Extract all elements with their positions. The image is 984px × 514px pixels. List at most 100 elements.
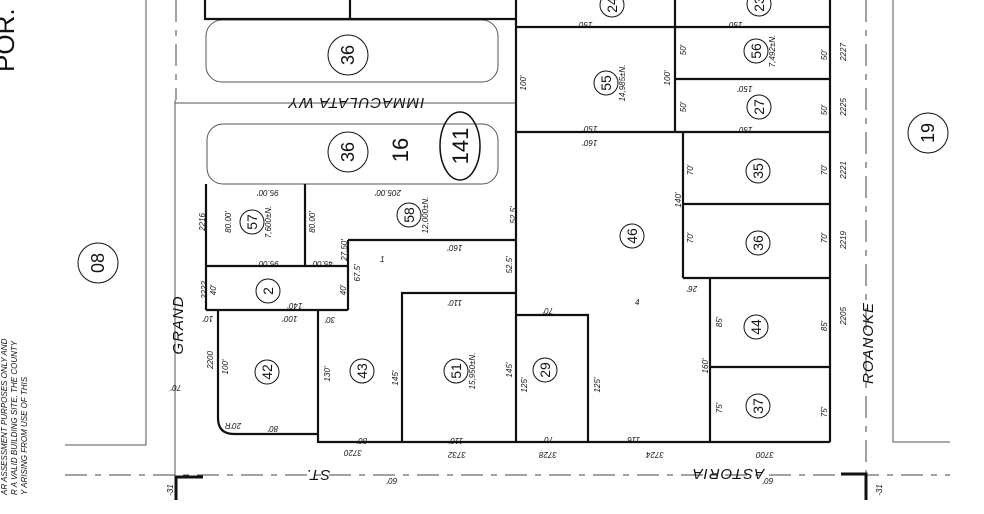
dimension-label: 95.00'	[257, 259, 279, 268]
parcel-area: 12,000±N.	[421, 197, 430, 234]
dimension-label: 26'	[686, 284, 698, 293]
dimension-labels: 150'150'150'160'150'150'95.00'205.00'160…	[170, 20, 829, 485]
dimension-label: 160'	[582, 138, 597, 147]
disclaimer: AR ASSESSMENT PURPOSES ONLY AND R A VALI…	[0, 338, 29, 496]
dimension-label: 80.00'	[224, 211, 233, 233]
parcel-number: 43	[354, 363, 370, 379]
street-astoria: ASTORIA	[692, 465, 766, 482]
dimension-label: 52.5'	[505, 256, 514, 274]
parcel-number: 44	[748, 319, 764, 335]
parcel-56[interactable]: 56 7,492±N.	[743, 35, 777, 67]
parcel-number: 23	[751, 0, 767, 12]
parcel-27[interactable]: 27	[746, 94, 772, 120]
dimension-label: 140'	[674, 192, 683, 207]
parcel-number: 27	[751, 99, 767, 115]
address-label: 2200	[206, 351, 215, 370]
parcel-number: 29	[537, 362, 553, 378]
book-page-upper: 36	[338, 45, 358, 65]
street-roanoke: ROANOKE	[860, 302, 877, 384]
address-label: 3728	[539, 450, 557, 459]
address-label: 2216	[198, 213, 207, 232]
book-page: 36	[338, 142, 358, 162]
dimension-label: 205.00'	[375, 188, 402, 197]
parcel-number: 2	[260, 287, 276, 295]
parcel-number: 58	[401, 207, 417, 223]
dimension-label: 52.5'	[509, 206, 518, 224]
address-label: 2227	[839, 43, 848, 62]
parcel-55[interactable]: 55 14,985±N.	[593, 65, 627, 102]
street-immaculata: IMMACULATA WY	[288, 94, 425, 111]
dimension-label: 70'	[686, 164, 695, 175]
dimension-label: 150'	[737, 125, 752, 134]
parcel-44[interactable]: 44	[743, 314, 769, 340]
address-label: -31	[166, 484, 175, 496]
dimension-label: 140'	[287, 301, 302, 310]
dimension-label: 150'	[727, 20, 742, 29]
dimension-label: 145'	[391, 370, 400, 385]
parcel-area: 7,492±N.	[768, 35, 777, 67]
dimension-label: 45.00'	[311, 259, 333, 268]
dimension-label: 40'	[209, 284, 218, 295]
dimension-label: 145'	[505, 362, 514, 377]
dimension-label: 20'R	[225, 421, 242, 430]
dimension-label: 10'	[202, 314, 213, 323]
dimension-label: 80'	[267, 424, 278, 433]
parcel-area: 14,985±N.	[618, 65, 627, 102]
address-label: 2219	[839, 231, 848, 250]
dimension-label: 75'	[820, 406, 829, 417]
dimension-label: 27.50'	[340, 239, 349, 262]
disclaimer-line: AR ASSESSMENT PURPOSES ONLY AND	[0, 338, 9, 496]
parcel-number: 24	[604, 0, 620, 13]
lot-number: 4	[635, 298, 640, 307]
address-label: 2222	[200, 281, 209, 300]
address-label: 3720	[344, 448, 362, 457]
parcel-number: 51	[448, 363, 464, 379]
dimension-label: 70'	[170, 383, 181, 392]
parcel-42[interactable]: 42	[254, 359, 280, 385]
parcel-area: 7,600±N.	[264, 206, 273, 238]
address-label: 2225	[839, 98, 848, 117]
sheet-number: 141	[448, 128, 473, 165]
dimension-label: 130'	[323, 366, 332, 381]
dimension-label: 70'	[542, 435, 553, 444]
parcel-number: 55	[598, 75, 614, 91]
neighbor-map-19: 19	[918, 123, 938, 143]
dimension-label: 67.5'	[353, 264, 362, 282]
dimension-label: 150'	[582, 124, 597, 133]
dimension-label: 60'	[762, 476, 773, 485]
parcel-46[interactable]: 46	[619, 223, 645, 249]
neighbor-map-08: 08	[88, 253, 108, 273]
parcel-58[interactable]: 58 12,000±N.	[396, 197, 430, 234]
parcel-36[interactable]: 36	[745, 230, 771, 256]
parcel-number: 56	[748, 43, 764, 59]
parcel-boundaries	[203, 0, 832, 444]
parcel-29[interactable]: 29	[532, 357, 558, 383]
parcel-number: 42	[259, 364, 275, 380]
parcel-57[interactable]: 57 7,600±N.	[239, 206, 273, 238]
dimension-label: 100'	[519, 75, 528, 90]
disclaimer-line: Y ARISING FROM USE OF THIS	[20, 376, 29, 495]
parcel-43[interactable]: 43	[349, 358, 375, 384]
dimension-label: 50'	[820, 49, 829, 60]
dimension-label: 100'	[282, 314, 297, 323]
row-lines	[65, 0, 950, 500]
dimension-label: 100'	[663, 70, 672, 85]
parcel-23[interactable]: 23	[746, 0, 772, 17]
dimension-label: 75'	[715, 402, 724, 413]
dimension-label: 110'	[448, 436, 463, 445]
parcel-24[interactable]: 24	[599, 0, 625, 18]
parcel-number: 46	[624, 228, 640, 244]
parcel-number: 36	[750, 235, 766, 251]
dimension-label: 125'	[520, 377, 529, 392]
dimension-label: 85'	[715, 316, 724, 327]
dimension-label: 50'	[679, 44, 688, 55]
parcel-37[interactable]: 37	[745, 393, 771, 419]
parcel-35[interactable]: 35	[745, 158, 771, 184]
dimension-label: 70'	[820, 232, 829, 243]
parcel-number: 57	[244, 214, 260, 230]
parcel-2[interactable]: 2	[255, 278, 281, 304]
dimension-label: 160'	[701, 358, 710, 373]
